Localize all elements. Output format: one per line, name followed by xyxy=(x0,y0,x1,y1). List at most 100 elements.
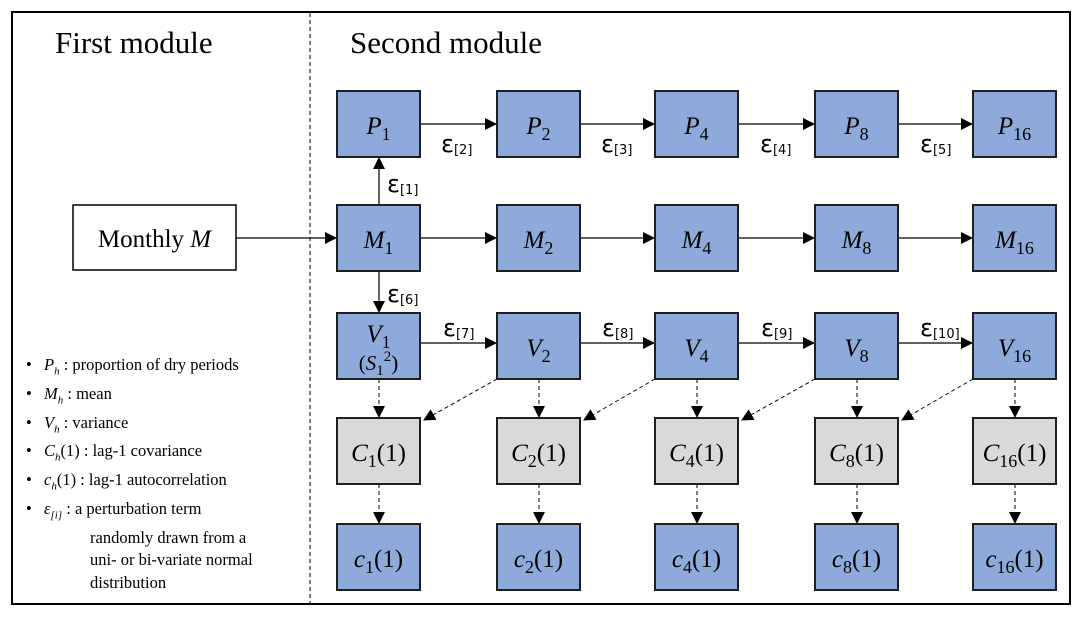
legend-item: •Ch(1) : lag-1 covariance xyxy=(22,440,312,469)
node-V16: V16 xyxy=(972,312,1057,380)
epsilon-1-label: ε[1] xyxy=(387,170,418,198)
legend-text: Ph : proportion of dry periods xyxy=(44,355,239,378)
bullet-icon: • xyxy=(26,412,32,432)
node-c16: c16(1) xyxy=(972,523,1057,591)
node-M16: M16 xyxy=(972,204,1057,272)
node-C4: C4(1) xyxy=(654,417,739,485)
node-box xyxy=(814,90,899,158)
legend-continuation-line: uni- or bi-variate normal xyxy=(90,550,253,570)
node-P1: P1 xyxy=(336,90,421,158)
node-label: V8 xyxy=(844,335,868,366)
node-label: P1 xyxy=(365,113,390,144)
node-label: M1 xyxy=(363,227,394,258)
node-C16: C16(1) xyxy=(972,417,1057,485)
node-box xyxy=(336,417,421,485)
node-box xyxy=(814,312,899,380)
node-box xyxy=(336,90,421,158)
node-label: C1(1) xyxy=(351,440,406,471)
node-label: C8(1) xyxy=(829,440,884,471)
bullet-icon: • xyxy=(26,498,32,518)
node-V4: V4 xyxy=(654,312,739,380)
node-box xyxy=(814,417,899,485)
node-label: C2(1) xyxy=(511,440,566,471)
epsilon-p-chain-label-5: ε[5] xyxy=(920,130,951,158)
node-V2: V2 xyxy=(496,312,581,380)
node-box xyxy=(814,204,899,272)
node-label: V16 xyxy=(998,335,1031,366)
node-box xyxy=(496,90,581,158)
legend-text: Vh : variance xyxy=(44,412,129,435)
node-box xyxy=(814,523,899,591)
node-box xyxy=(336,523,421,591)
legend-text: ε[i] : a perturbation term xyxy=(44,498,202,522)
node-label: V2 xyxy=(526,335,550,366)
node-box xyxy=(972,312,1057,380)
node-label: C4(1) xyxy=(669,440,724,471)
epsilon-v-chain-label-7: ε[7] xyxy=(443,314,474,342)
legend: • Ph : proportion of dry periods • Mh : mea… xyxy=(22,354,312,594)
legend-continuation-line: randomly drawn from a xyxy=(90,527,247,547)
node-box xyxy=(972,523,1057,591)
node-label: c8(1) xyxy=(832,546,881,577)
bullet-icon: • xyxy=(26,383,32,403)
node-box xyxy=(654,417,739,485)
node-box xyxy=(654,90,739,158)
node-label: C16(1) xyxy=(983,440,1047,471)
legend-item: • Mh : mean xyxy=(22,383,312,412)
monthly-m-box: Monthly M xyxy=(72,204,237,271)
node-label: M2 xyxy=(523,227,554,258)
node-sublabel: (S12) xyxy=(359,349,399,379)
first-module-title: First module xyxy=(55,25,213,60)
node-label: P8 xyxy=(843,113,868,144)
bullet-icon: • xyxy=(26,470,32,490)
node-M4: M4 xyxy=(654,204,739,272)
node-box xyxy=(972,204,1057,272)
epsilon-v-chain-label-9: ε[9] xyxy=(761,314,792,342)
node-box xyxy=(496,204,581,272)
node-C8: C8(1) xyxy=(814,417,899,485)
legend-item: • ε[i] : a perturbation term xyxy=(22,498,312,527)
epsilon-p-chain-label-2: ε[2] xyxy=(441,130,472,158)
monthly-m-label: Monthly M xyxy=(98,226,212,253)
legend-item: • ch(1) : lag-1 autocorrelation xyxy=(22,469,312,498)
node-label: P16 xyxy=(997,113,1031,144)
node-M8: M8 xyxy=(814,204,899,272)
node-label: V4 xyxy=(684,335,708,366)
node-V1: V1(S12) xyxy=(336,312,421,380)
epsilon-v-chain-label-8: ε[8] xyxy=(602,314,633,342)
node-box xyxy=(654,204,739,272)
epsilon-v-chain-label-10: ε[10] xyxy=(920,314,960,342)
node-box xyxy=(336,204,421,272)
bullet-icon: • xyxy=(26,441,32,461)
node-label: c16(1) xyxy=(985,546,1043,577)
node-label: c1(1) xyxy=(354,546,403,577)
node-label: M16 xyxy=(994,227,1034,258)
node-c8: c8(1) xyxy=(814,523,899,591)
node-label: V1 xyxy=(366,321,390,352)
bullet-icon: • xyxy=(26,355,32,374)
second-module-title: Second module xyxy=(350,25,542,60)
node-label: M8 xyxy=(841,227,872,258)
legend-item: • Ph : proportion of dry periods xyxy=(22,354,312,383)
epsilon-6-label: ε[6] xyxy=(387,280,418,308)
legend-continuation-line: distribution xyxy=(90,572,167,592)
node-box xyxy=(496,417,581,485)
legend-text: ch(1) : lag-1 autocorrelation xyxy=(44,470,227,493)
node-P8: P8 xyxy=(814,90,899,158)
node-box xyxy=(496,312,581,380)
node-box xyxy=(972,417,1057,485)
node-C2: C2(1) xyxy=(496,417,581,485)
node-box xyxy=(972,90,1057,158)
node-box xyxy=(654,312,739,380)
node-box xyxy=(654,523,739,591)
node-label: P4 xyxy=(683,113,708,144)
legend-item: • Vh : variance xyxy=(22,412,312,441)
node-c2: c2(1) xyxy=(496,523,581,591)
legend-text: Mh : mean xyxy=(44,383,112,407)
edges-layer xyxy=(236,118,1021,524)
epsilon-p-chain-label-3: ε[3] xyxy=(601,130,632,158)
node-P16: P16 xyxy=(972,90,1057,158)
node-box xyxy=(336,312,421,380)
